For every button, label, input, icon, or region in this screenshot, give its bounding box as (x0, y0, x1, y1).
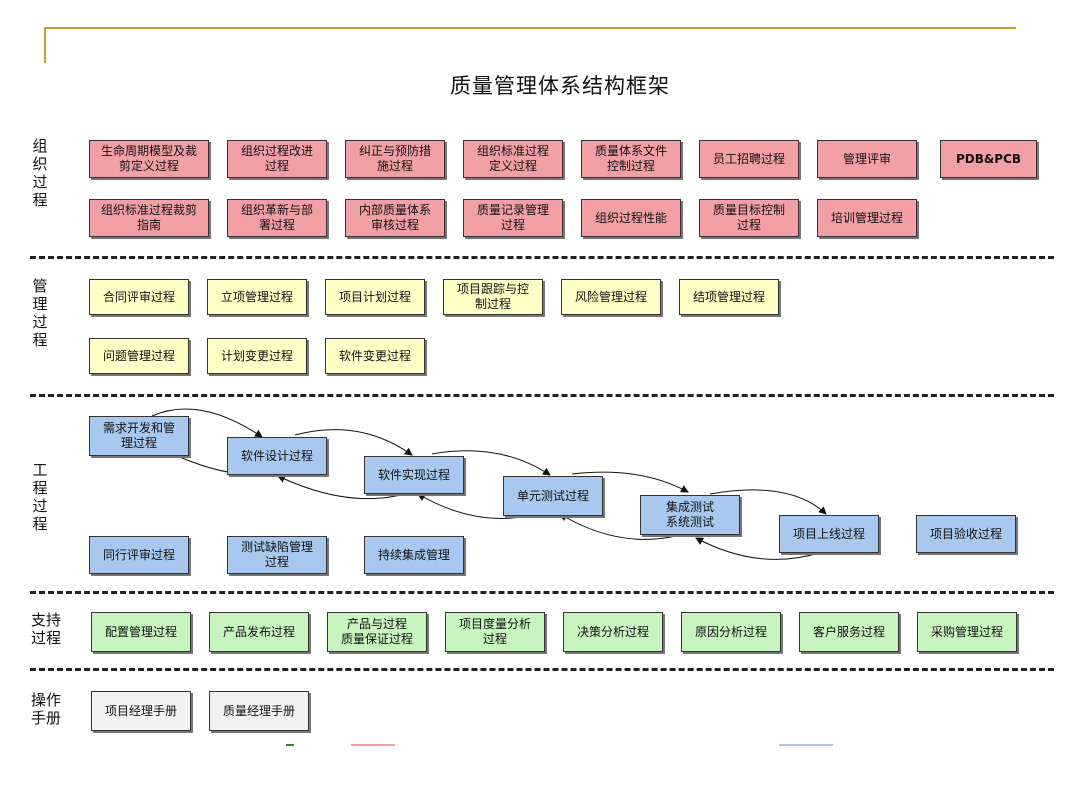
support-box-measurement[interactable]: 项目度量分析 过程 (445, 612, 545, 652)
mgmt-box-tracking-control[interactable]: 项目跟踪与控 制过程 (443, 279, 543, 315)
org-box-recruitment[interactable]: 员工招聘过程 (699, 140, 799, 178)
org-box-management-review[interactable]: 管理评审 (817, 140, 917, 178)
eng-box-deployment[interactable]: 项目上线过程 (779, 515, 879, 553)
section-label-mgmt: 管 理 过 程 (32, 277, 48, 349)
eng-box-acceptance[interactable]: 项目验收过程 (916, 515, 1016, 553)
mgmt-box-contract-review[interactable]: 合同评审过程 (89, 279, 189, 315)
org-box-tailoring-guide[interactable]: 组织标准过程裁剪 指南 (89, 199, 209, 237)
section-label-org: 组 织 过 程 (32, 137, 48, 209)
mgmt-box-risk[interactable]: 风险管理过程 (561, 279, 661, 315)
org-box-standard-process-definition[interactable]: 组织标准过程 定义过程 (463, 140, 563, 178)
cropped-fragment-green (286, 744, 294, 746)
org-box-internal-audit[interactable]: 内部质量体系 审核过程 (345, 199, 445, 237)
mgmt-box-project-planning[interactable]: 项目计划过程 (325, 279, 425, 315)
org-box-process-performance[interactable]: 组织过程性能 (581, 199, 681, 237)
page-title: 质量管理体系结构框架 (450, 74, 670, 98)
support-box-decision-analysis[interactable]: 决策分析过程 (563, 612, 663, 652)
frame-top-line (44, 27, 1016, 29)
org-box-innovation-deployment[interactable]: 组织革新与部 署过程 (227, 199, 327, 237)
eng-box-design[interactable]: 软件设计过程 (227, 437, 327, 475)
frame-left-line (44, 27, 46, 63)
section-label-eng: 工 程 过 程 (32, 461, 48, 533)
manual-box-quality-manager[interactable]: 质量经理手册 (209, 691, 309, 731)
support-box-causal-analysis[interactable]: 原因分析过程 (681, 612, 781, 652)
support-box-customer-service[interactable]: 客户服务过程 (799, 612, 899, 652)
section-label-support: 支持 过程 (30, 611, 61, 647)
eng-box-peer-review[interactable]: 同行评审过程 (89, 536, 189, 574)
support-box-configuration[interactable]: 配置管理过程 (91, 612, 191, 652)
cropped-fragment-red (351, 744, 395, 746)
eng-box-requirements[interactable]: 需求开发和管 理过程 (89, 416, 189, 456)
eng-box-continuous-integration[interactable]: 持续集成管理 (364, 536, 464, 574)
org-box-training[interactable]: 培训管理过程 (817, 199, 917, 237)
separator-support-manual (30, 668, 1054, 671)
manual-box-project-manager[interactable]: 项目经理手册 (91, 691, 191, 731)
separator-org-mgmt (30, 256, 1054, 259)
section-label-manual: 操作 手册 (30, 691, 61, 727)
eng-box-integration-system-test[interactable]: 集成测试 系统测试 (640, 495, 740, 535)
mgmt-box-project-initiation[interactable]: 立项管理过程 (207, 279, 307, 315)
support-box-release[interactable]: 产品发布过程 (209, 612, 309, 652)
org-box-lifecycle-model[interactable]: 生命周期模型及裁 剪定义过程 (89, 140, 209, 178)
org-box-corrective-preventive[interactable]: 纠正与预防措 施过程 (345, 140, 445, 178)
mgmt-box-software-change[interactable]: 软件变更过程 (325, 338, 425, 374)
cropped-fragment-blue (779, 744, 833, 746)
org-box-quality-records[interactable]: 质量记录管理 过程 (463, 199, 563, 237)
mgmt-box-closure[interactable]: 结项管理过程 (679, 279, 779, 315)
support-box-procurement[interactable]: 采购管理过程 (917, 612, 1017, 652)
eng-box-unit-test[interactable]: 单元测试过程 (503, 476, 603, 516)
separator-mgmt-eng (30, 394, 1054, 397)
eng-box-defect-management[interactable]: 测试缺陷管理 过程 (227, 536, 327, 574)
org-box-process-improvement[interactable]: 组织过程改进 过程 (227, 140, 327, 178)
support-box-qa[interactable]: 产品与过程 质量保证过程 (327, 612, 427, 652)
separator-eng-support (30, 591, 1054, 594)
eng-box-implementation[interactable]: 软件实现过程 (364, 456, 464, 494)
org-box-document-control[interactable]: 质量体系文件 控制过程 (581, 140, 681, 178)
org-box-quality-goal-control[interactable]: 质量目标控制 过程 (699, 199, 799, 237)
mgmt-box-issue[interactable]: 问题管理过程 (89, 338, 189, 374)
mgmt-box-plan-change[interactable]: 计划变更过程 (207, 338, 307, 374)
org-box-pdb-pcb[interactable]: PDB&PCB (940, 140, 1037, 178)
